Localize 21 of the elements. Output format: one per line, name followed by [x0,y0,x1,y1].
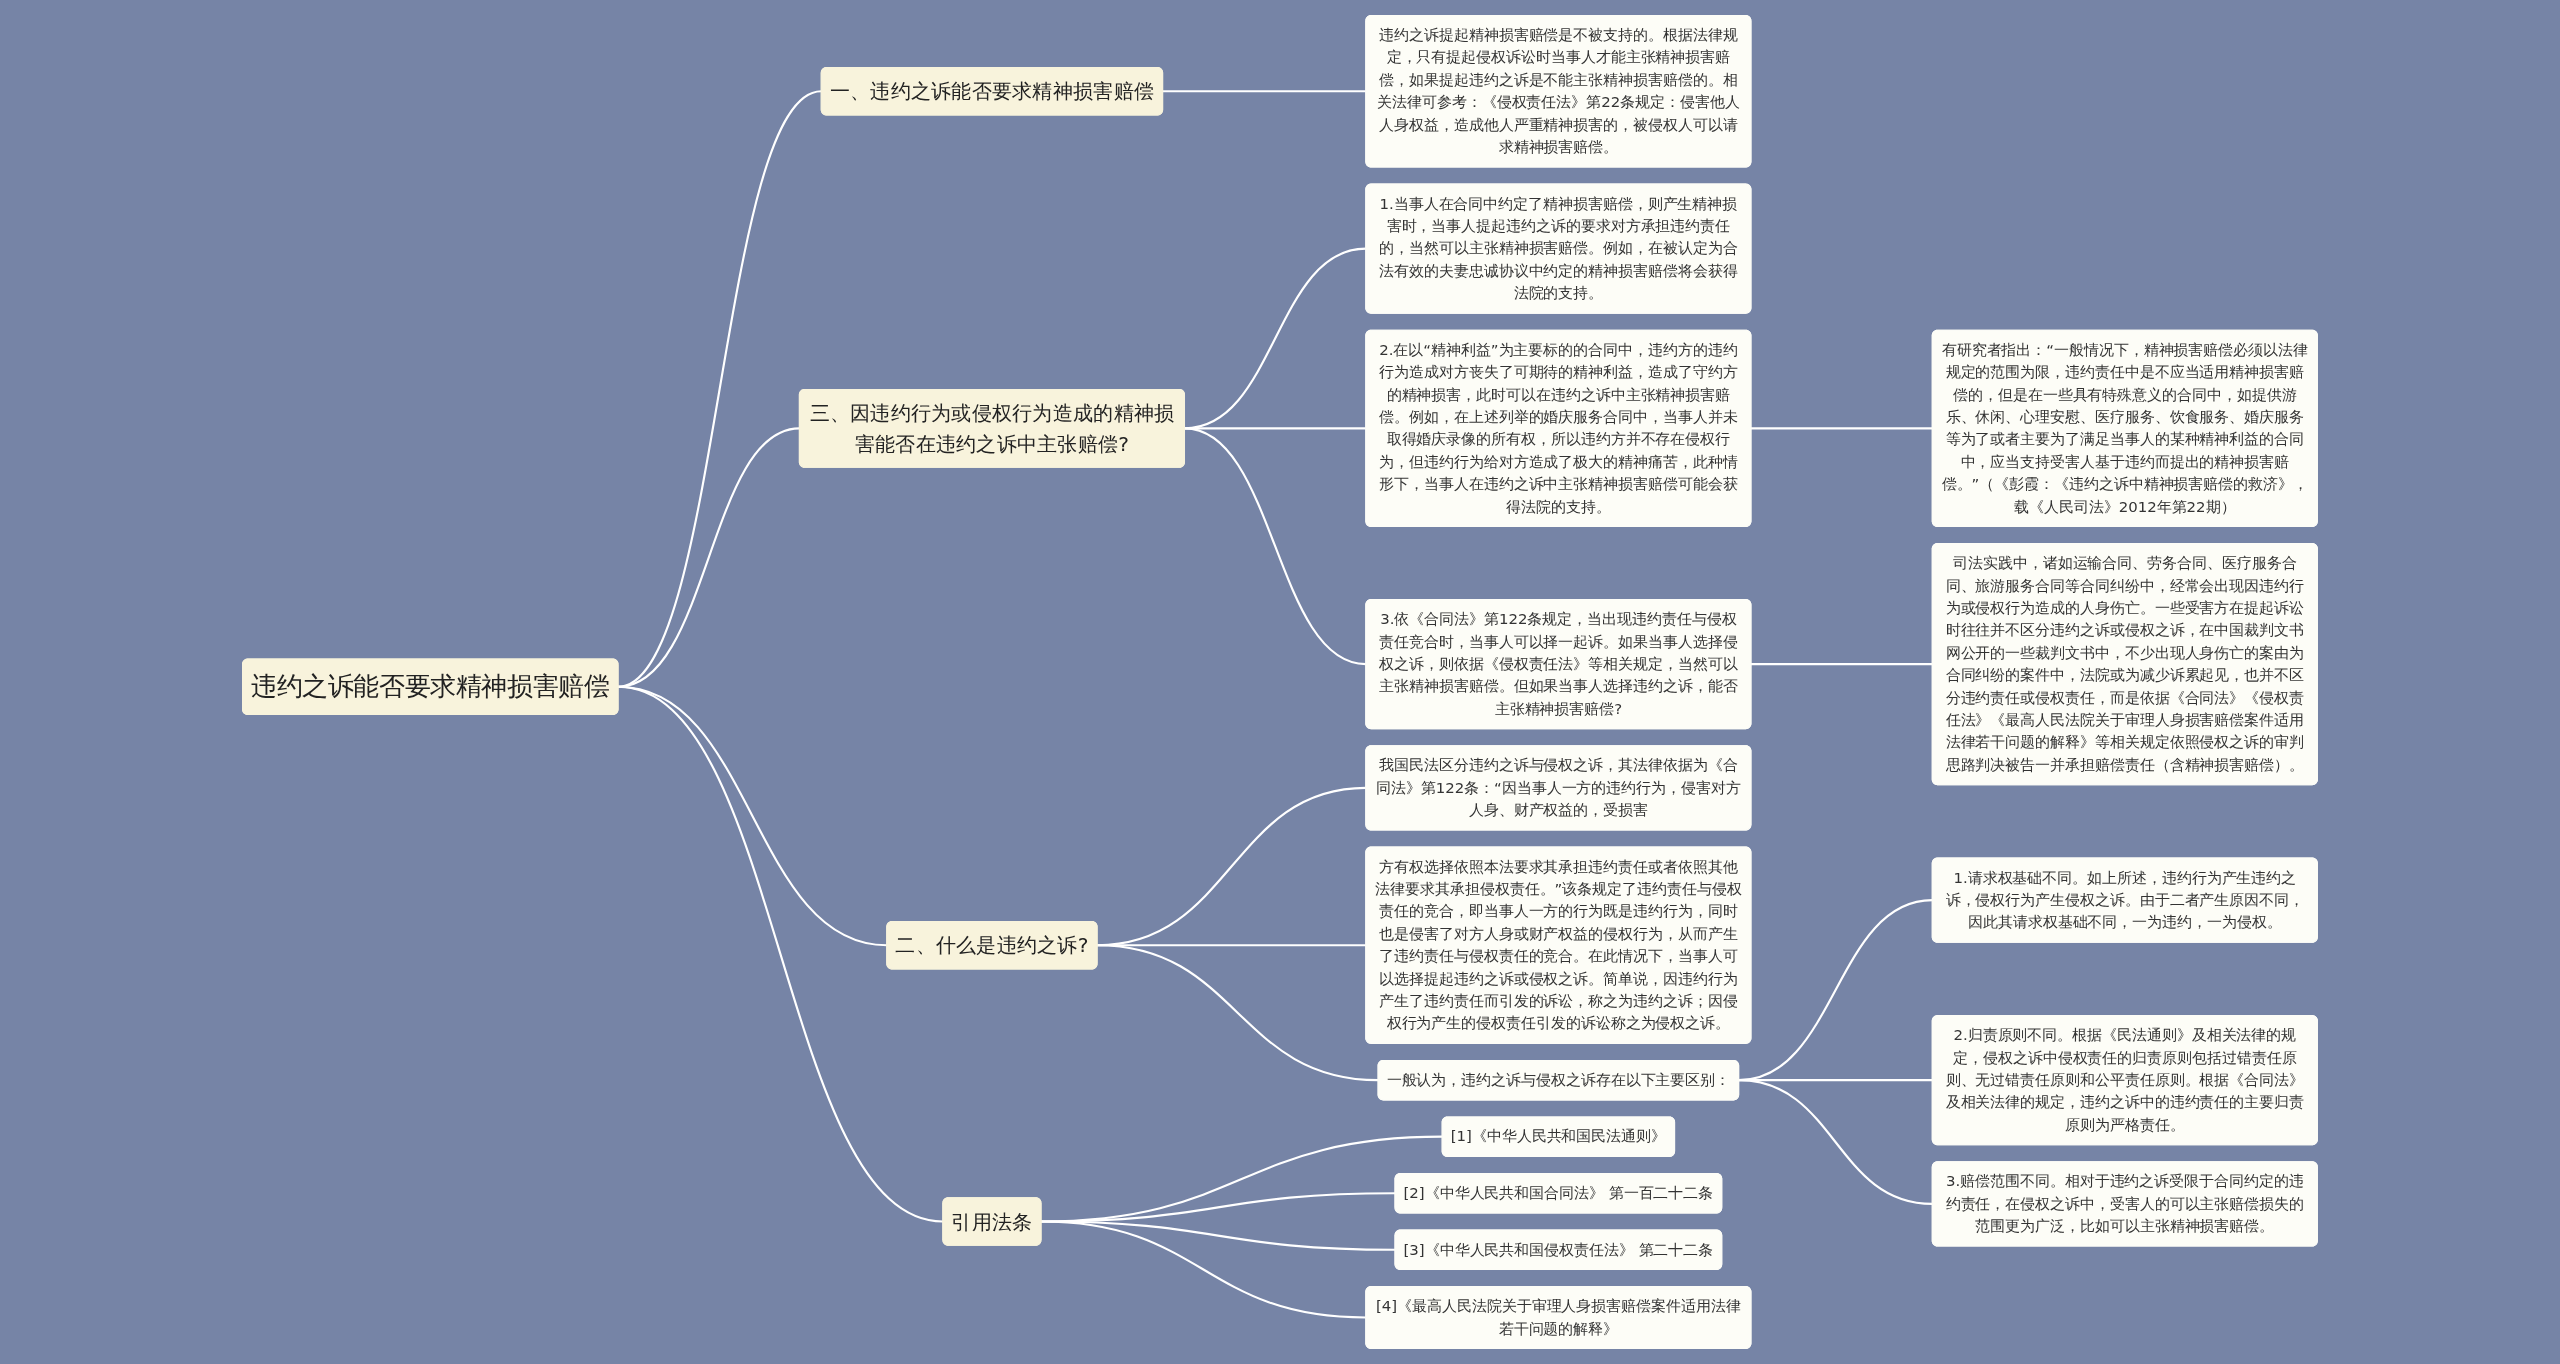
note-box: 违约之诉提起精神损害赔偿是不被支持的。根据法律规定，只有提起侵权诉讼时当事人才能主张精神损害赔偿，如果提起违约之诉是不能主张精神损害赔偿的。相关法律可参考：《侵权责任法》第22条规定：侵害他人人身权益，造成他人严重精神损害的，被侵权人可以请求精神损害赔偿。 [1365,15,1752,168]
note-box: 司法实践中，诸如运输合同、劳务合同、医疗服务合同、旅游服务合同等合同纠纷中，经常会出现因违约行为或侵权行为造成的人身伤亡。一些受害方在提起诉讼时往往并不区分违约之诉或侵权之诉，在中国裁判文书网公开的一些裁判文书中，不少出现人身伤亡的案由为合同纠纷的案件中，法院或为减少诉累起见，也并不区分违约责任或侵权责任，而是依据《合同法》《侵权责任法》《最高人民法院关于审理人身损害赔偿案件适用法律若干问题的解释》等相关规定依照侵权之诉的审判思路判决被告一并承担赔偿责任（含精神损害赔偿）。 [1931,543,2318,786]
note-box: 2.在以“精神利益”为主要标的的合同中，违约方的违约行为造成对方丧失了可期待的精神利益，造成了守约方的精神损害，此时可以在违约之诉中主张精神损害赔偿。例如，在上述列举的婚庆服务合同中，当事人并未取得婚庆录像的所有权，所以违约方并不存在侵权行为，但违约行为给对方造成了极大的精神痛苦，此种情形下，当事人在违约之诉中主张精神损害赔偿可能会获得法院的支持。 [1365,329,1752,528]
topic-box: 二、什么是违约之诉? [886,920,1098,970]
topic-box: 三、因违约行为或侵权行为造成的精神损害能否在违约之诉中主张赔偿? [798,388,1186,468]
note-box: 1.请求权基础不同。如上所述，违约行为产生违约之诉，侵权行为产生侵权之诉。由于二者产生原因不同，因此其请求权基础不同，一为违约，一为侵权。 [1931,857,2318,943]
note-box: [2]《中华人民共和国合同法》 第一百二十二条 [1394,1172,1723,1214]
note-box: [3]《中华人民共和国侵权责任法》 第二十二条 [1394,1229,1723,1271]
note-box: 一般认为，违约之诉与侵权之诉存在以下主要区别： [1377,1059,1740,1101]
note-box: 3.赔偿范围不同。相对于违约之诉受限于合同约定的违约责任，在侵权之诉中，受害人的可以主张赔偿损失的范围更为广泛，比如可以主张精神损害赔偿。 [1931,1161,2318,1247]
topic-box: 一、违约之诉能否要求精神损害赔偿 [820,67,1164,116]
note-box: 有研究者指出：“一般情况下，精神损害赔偿必须以法律规定的范围为限，违约责任中是不应当适用精神损害赔偿的，但是在一些具有特殊意义的合同中，如提供游乐、休闲、心理安慰、医疗服务、饮食服务、婚庆服务等为了或者主要为了满足当事人的某种精神利益的合同中，应当支持受害人基于违约而提出的精神损害赔偿。”（《彭霞：《违约之诉中精神损害赔偿的救济》，载《人民司法》2012年第22期） [1931,329,2318,528]
note-box: [4]《最高人民法院关于审理人身损害赔偿案件适用法律若干问题的解释》 [1365,1286,1752,1349]
note-box: 方有权选择依照本法要求其承担违约责任或者依照其他法律要求其承担侵权责任。”该条规定了违约责任与侵权责任的竞合，即当事人一方的行为既是违约行为，同时也是侵害了对方人身或财产权益的侵权行为，从而产生了违约责任与侵权责任的竞合。在此情况下，当事人可以选择提起违约之诉或侵权之诉。简单说，因违约行为产生了违约责任而引发的诉讼，称之为违约之诉；因侵权行为产生的侵权责任引发的诉讼称之为侵权之诉。 [1365,846,1752,1044]
topic-box: 引用法条 [942,1197,1042,1246]
note-box: [1]《中华人民共和国民法通则》 [1441,1116,1676,1157]
note-box: 3.依《合同法》第122条规定，当出现违约责任与侵权责任竞合时，当事人可以择一起诉。如果当事人选择侵权之诉，则依据《侵权责任法》等相关规定，当然可以主张精神损害赔偿。但如果当事人选择违约之诉，能否主张精神损害赔偿? [1365,599,1752,730]
note-box: 我国民法区分违约之诉与侵权之诉，其法律依据为《合同法》第122条：“因当事人一方的违约行为，侵害对方人身、财产权益的，受损害 [1365,745,1752,831]
topic-box: 违约之诉能否要求精神损害赔偿 [242,658,619,716]
note-box: 1.当事人在合同中约定了精神损害赔偿，则产生精神损害时，当事人提起违约之诉的要求对方承担违约责任的，当然可以主张精神损害赔偿。例如，在被认定为合法有效的夫妻忠诚协议中约定的精神损害赔偿将会获得法院的支持。 [1365,183,1752,314]
note-box: 2.归责原则不同。根据《民法通则》及相关法律的规定，侵权之诉中侵权责任的归责原则包括过错责任原则、无过错责任原则和公平责任原则。根据《合同法》及相关法律的规定，违约之诉中的违约责任的主要归责原则为严格责任。 [1931,1015,2318,1146]
